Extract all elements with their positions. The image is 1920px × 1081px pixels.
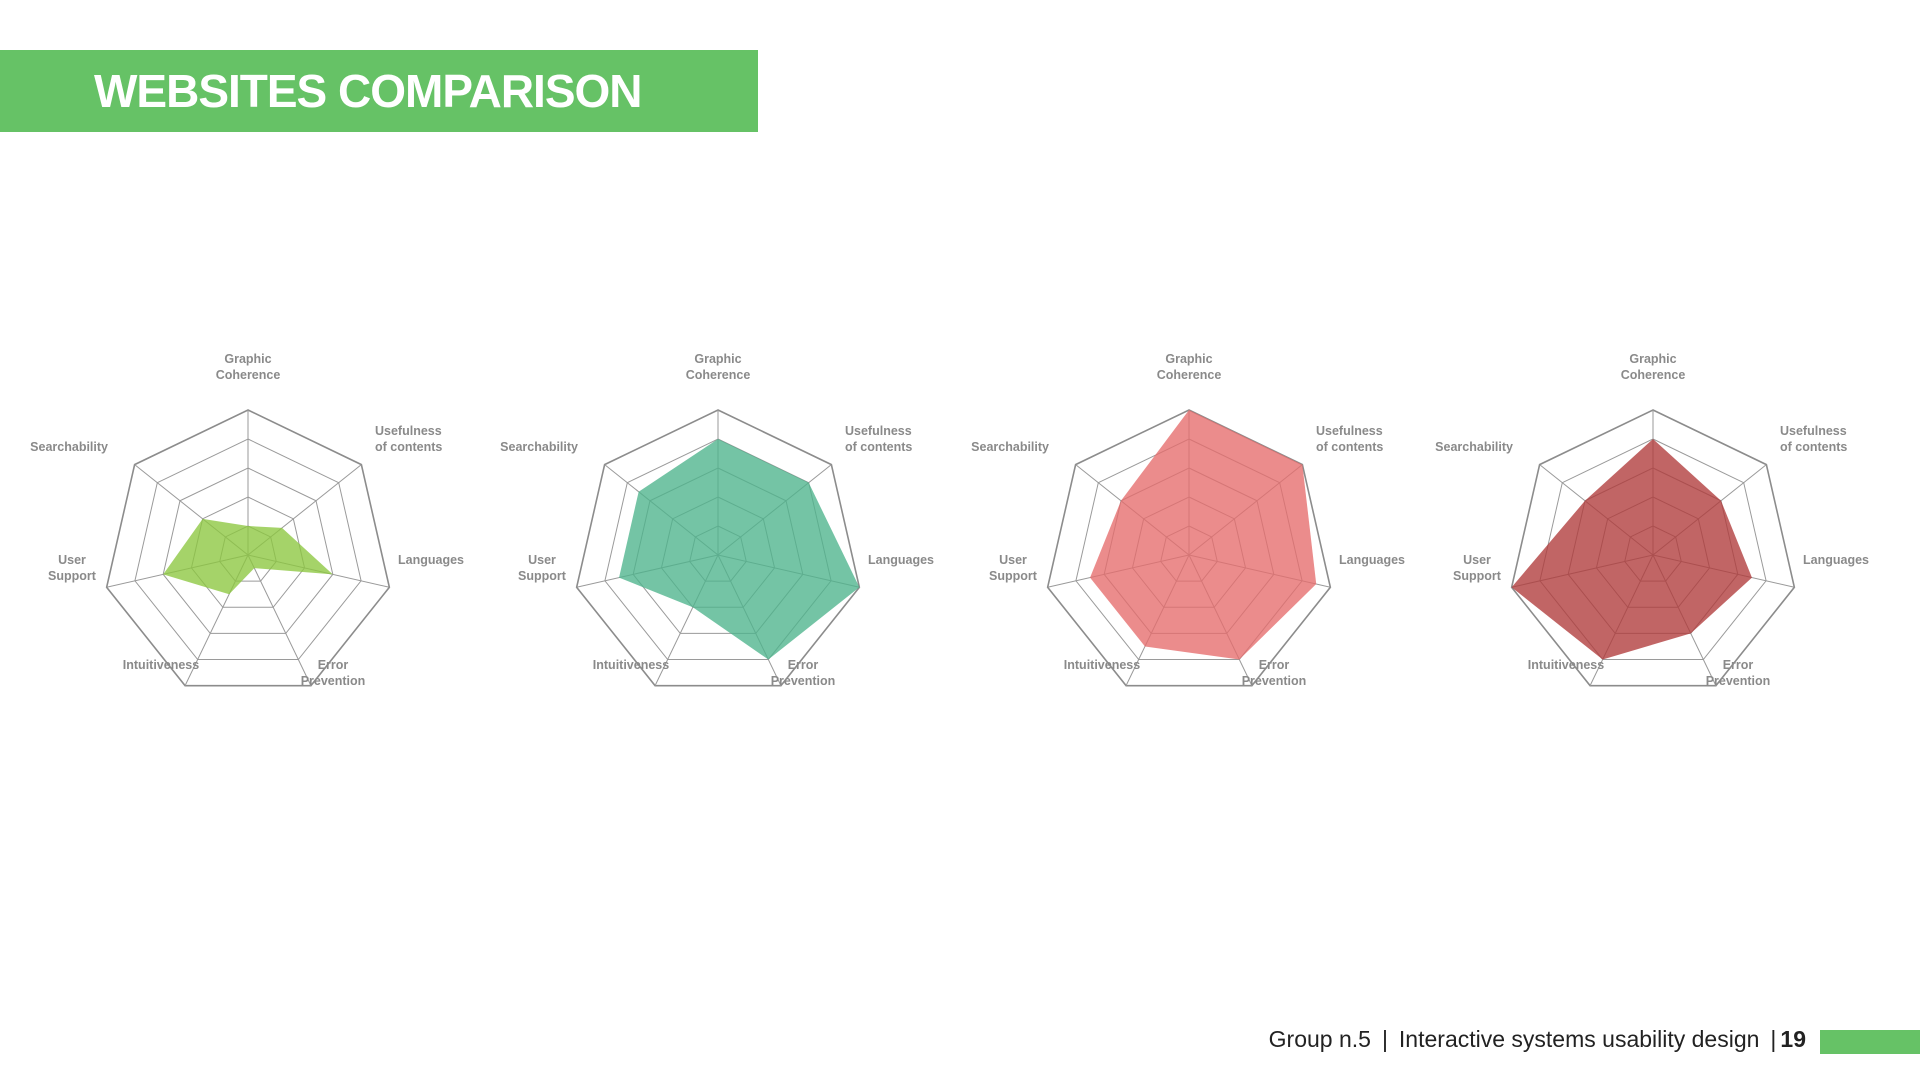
- axis-label: Languages: [1339, 553, 1405, 567]
- footer-page-separator: |: [1770, 1026, 1777, 1052]
- data-area: [1090, 410, 1317, 660]
- axis-label: Languages: [1803, 553, 1869, 567]
- page-title: WEBSITES COMPARISON: [94, 65, 643, 117]
- grid-ring: [105, 409, 391, 687]
- footer: Group n.5 | Interactive systems usabilit…: [1269, 1026, 1806, 1053]
- footer-accent-bar: [1820, 1030, 1920, 1054]
- axis-label: Languages: [398, 553, 464, 567]
- title-banner: WEBSITES COMPARISON: [0, 50, 758, 132]
- axis-label: Searchability: [1435, 440, 1513, 454]
- grid-ring: [1539, 438, 1767, 661]
- data-area: [619, 439, 860, 660]
- data-area: [1511, 439, 1752, 660]
- grid-ring: [1510, 409, 1796, 687]
- axis-label: Intuitiveness: [1064, 658, 1140, 672]
- grid-ring: [575, 409, 861, 687]
- axis-label: Searchability: [500, 440, 578, 454]
- grid-ring: [134, 438, 362, 661]
- axis-label: Searchability: [30, 440, 108, 454]
- axis-label: Intuitiveness: [1528, 658, 1604, 672]
- footer-course: Interactive systems usability design: [1398, 1026, 1760, 1052]
- footer-group: Group n.5: [1268, 1026, 1371, 1052]
- data-area: [163, 518, 333, 595]
- grid-ring: [1046, 409, 1332, 687]
- grid-ring: [162, 467, 334, 634]
- page-number: 19: [1780, 1026, 1806, 1052]
- axis-label: Intuitiveness: [593, 658, 669, 672]
- footer-separator: |: [1381, 1026, 1388, 1052]
- axis-label: Languages: [868, 553, 934, 567]
- axis-label: Intuitiveness: [123, 658, 199, 672]
- axis-spoke: [247, 554, 312, 686]
- axis-label: Searchability: [971, 440, 1049, 454]
